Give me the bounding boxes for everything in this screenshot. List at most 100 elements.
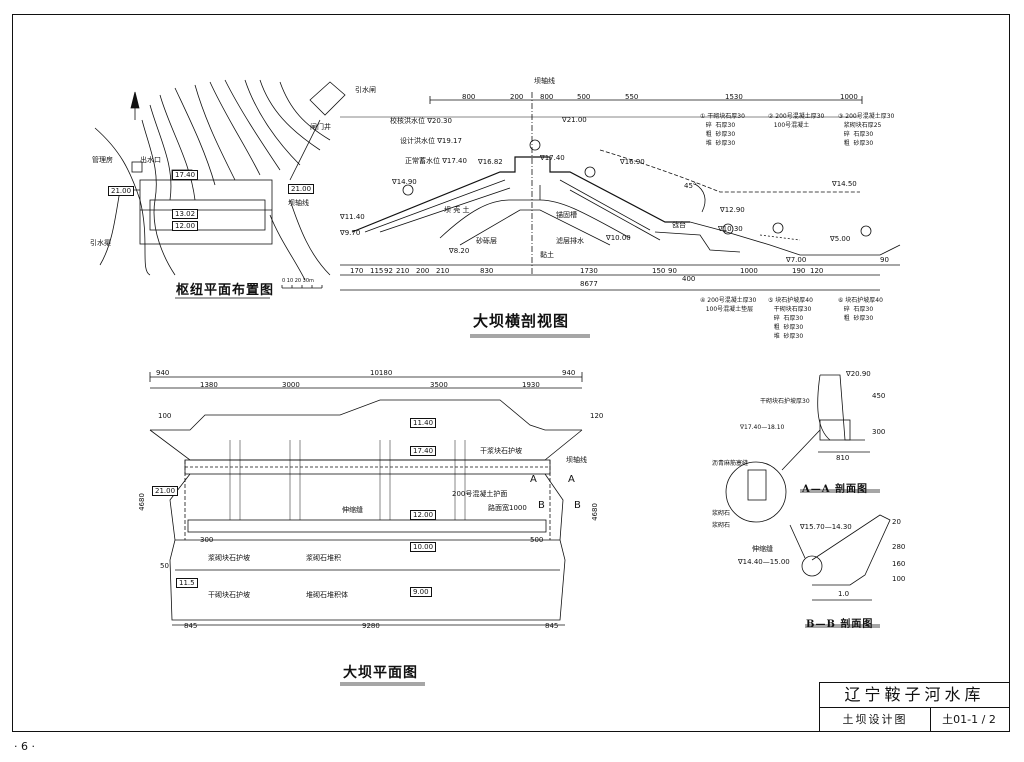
label-outlet: 引水闸 [355,86,376,94]
cs-top-dim-1: 800 [462,93,476,101]
cs-body-left-label: 坝 壳 土 [444,206,470,214]
layout-plan-title: 枢纽平面布置图 [176,283,275,298]
plan-side-dim-6: 500 [530,536,544,544]
cs-legend-3: ③ 200号混凝土厚30 浆砌块石厚25 碎 石厚30 粗 砂厚30 [838,113,895,147]
plan-axis: 坝轴线 [566,456,587,464]
layout-elev-1: 17.40 [172,170,199,180]
plan-top-dim-5: 3000 [282,381,300,389]
label-house: 管理房 [92,156,113,164]
cs-elev-design: 设计洪水位 ∇19.17 [400,137,462,145]
dam-plan-title: 大坝平面图 [343,665,418,681]
cs-elev-6: ∇16.90 [620,158,645,166]
title-block: 辽宁鞍子河水库 土坝设计图 土01-1 / 2 [819,682,1009,732]
plan-top-dim-6: 3500 [430,381,448,389]
plan-joint: 伸缩缝 [342,506,363,514]
aa-g1-label: 浆砌石 [712,510,731,517]
section-bb-drawing [789,514,891,628]
plan-marker-b2: B [574,500,581,511]
cs-elev-7: ∇14.90 [392,178,417,186]
aa-left-elev: ∇17.40—18.10 [740,424,785,431]
cs-top-dim-6: 1530 [725,93,743,101]
cs-elev-10: ∇8.20 [449,247,470,255]
cs-bot-dim-3: 92 [384,267,393,275]
plan-top-dim-4: 1380 [200,381,218,389]
cs-bot-dim-9: 150 [652,267,666,275]
cs-elev-8: ∇11.40 [340,213,365,221]
cs-top-dim-4: 500 [577,93,591,101]
bb-d: 20 [892,518,901,526]
layout-elev-5: 12.00 [172,221,199,231]
title-block-drawing-name: 土坝设计图 [820,708,931,732]
plan-side-dim-3: 4680 [137,493,146,511]
plan-toe-drain2: 浆砌石堆积 [306,554,341,562]
layout-elev-4: 13.02 [172,209,199,219]
section-bb-title: B—B 剖面图 [806,619,874,630]
plan-elev-3: 21.00 [152,486,179,496]
aa-d2: 300 [872,428,886,436]
cs-elev-16: ∇7.00 [786,256,807,264]
cs-legend-4: ④ 200号混凝土厚30 100号混凝土垫层 [700,297,757,313]
cs-angle-label: 45° [684,182,697,190]
cs-top-dim-3: 800 [540,93,554,101]
plan-top-dim-2: 10180 [370,369,393,377]
plan-top-dim-7: 1930 [522,381,540,389]
plan-side-dim-4: 4680 [590,503,599,521]
plan-bot-dim-2: 9280 [362,622,380,630]
plan-elev-8: 11.5 [176,578,198,588]
cs-top-dim-7: 1000 [840,93,858,101]
plan-top-dim-3: 940 [562,369,576,377]
label-valve: 闸门井 [310,123,331,131]
cs-elev-9: ∇9.70 [340,229,361,237]
plan-elev-4: 10.00 [410,542,437,552]
cs-bot-dim-1: 170 [350,267,364,275]
plan-toe-body: 堆砌石堆积体 [306,591,348,599]
cs-legend-6: ⑥ 块石护坡厚40 碎 石厚30 粗 砂厚30 [838,297,883,322]
cs-legend-2: ② 200号混凝土厚30 100号混凝土 [768,113,825,129]
bb-e2: ∇14.40—15.00 [738,558,790,566]
cs-bot-dim-13: 190 [792,267,806,275]
cs-top-dim-5: 550 [625,93,639,101]
plan-marker-a2: A [568,474,575,485]
aa-seal-label: 沥青麻筋塞缝 [712,460,749,467]
plan-toe-drain: 干砌块石护坡 [208,591,250,599]
cs-total-dim: 8677 [580,280,598,288]
cross-section-drawing [340,92,901,338]
page-number: · 6 · [14,740,35,753]
bb-e1: ∇15.70—14.30 [800,523,852,531]
plan-side-dim-2: 100 [158,412,172,420]
cs-elev-14: ∇14.50 [832,180,857,188]
cs-elev-13: ∇12.90 [720,206,745,214]
cs-elev-12: ∇10.30 [718,225,743,233]
cs-elev-crest: ∇21.00 [562,116,587,124]
plan-bot-dim-1: 845 [184,622,198,630]
plan-elev-6: 12.00 [410,510,437,520]
plan-side-dim-5: 300 [200,536,214,544]
bb-d2: 280 [892,543,906,551]
aa-stone-label: 干砌块石护坡厚30 [760,398,810,405]
section-aa-title: A—A 剖面图 [802,484,868,495]
label-channel: 引水渠 [90,239,111,247]
cs-top-dim-2: 200 [510,93,524,101]
label-outlet2: 出水口 [140,156,161,164]
cs-bot-dim-15: 90 [880,256,889,264]
cs-bot-dim-11: 400 [682,275,696,283]
layout-elev-2: 21.00 [108,186,135,196]
cs-bot-dim-8: 1730 [580,267,598,275]
layout-plan-drawing [94,79,346,299]
cs-elev-flood: 校核洪水位 ∇20.30 [390,117,452,125]
cs-anchor-label: 锚固槽 [556,211,577,219]
bb-joint: 伸缩缝 [752,545,773,553]
cross-section-title: 大坝横剖视图 [473,312,570,330]
cross-axis-label: 坝轴线 [534,77,555,85]
aa-width: 810 [836,454,850,462]
cs-bot-dim-7: 830 [480,267,494,275]
cs-toe-label: 戗台 [672,221,686,229]
cs-bot-dim-14: 120 [810,267,824,275]
aa-d1: 450 [872,392,886,400]
plan-top-dim-1: 940 [156,369,170,377]
cs-bot-dim-5: 200 [416,267,430,275]
cs-bot-dim-10: 90 [668,267,677,275]
plan-road: 路面宽1000 [488,504,527,512]
cs-elev-5: ∇17.40 [540,154,565,162]
cs-bot-dim-12: 1000 [740,267,758,275]
